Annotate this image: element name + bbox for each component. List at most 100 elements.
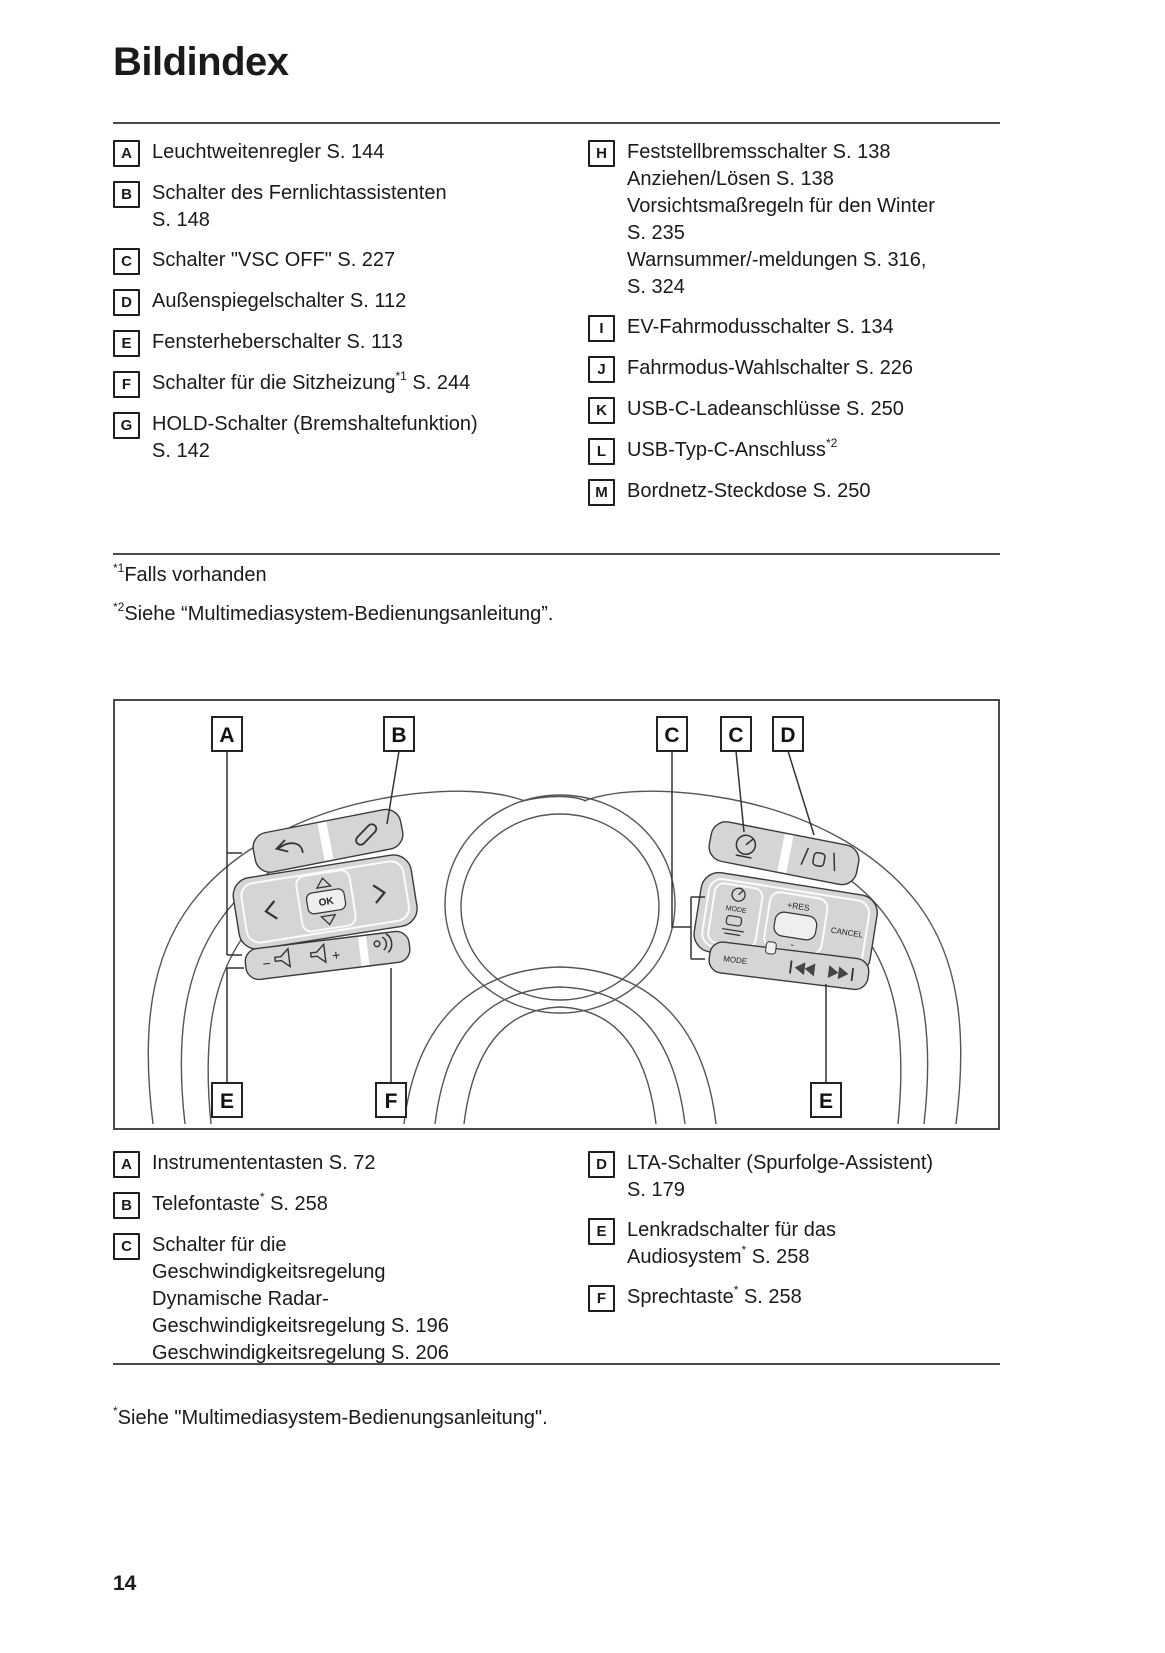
bottom-index: A Instrumententasten S. 72 B Telefontast…	[113, 1150, 1000, 1364]
hub-ring	[444, 794, 676, 1014]
index-item-m: M Bordnetz-Steckdose S. 250	[588, 478, 1000, 506]
callout-key: E	[588, 1218, 615, 1245]
top-index-right-column: H Feststellbremsschalter S. 138 Anziehen…	[588, 139, 1000, 519]
footnote-2: *2Siehe “Multimediasystem-Bedienungsanle…	[113, 600, 554, 625]
svg-text:C: C	[728, 724, 743, 747]
res-button: +RES -	[763, 891, 829, 955]
callout-key: E	[113, 330, 140, 357]
callout-label-e1: E	[211, 1082, 243, 1118]
callout-key: I	[588, 315, 615, 342]
back-icon	[274, 839, 304, 854]
steering-wheel-diagram: OK − +	[113, 699, 1000, 1130]
svg-text:A: A	[219, 724, 234, 747]
volume-up-icon: +	[309, 942, 341, 964]
svg-text:MODE: MODE	[725, 905, 747, 915]
svg-text:+RES: +RES	[787, 900, 811, 913]
callout-label-c1: C	[656, 716, 688, 752]
gauge-icon	[731, 887, 746, 902]
callout-label-c2: C	[720, 716, 752, 752]
divider	[113, 122, 1000, 124]
callout-key: K	[588, 397, 615, 424]
svg-text:OK: OK	[318, 896, 335, 909]
right-chevron-icon	[372, 884, 387, 904]
footnote-1: *1Falls vorhanden	[113, 561, 267, 586]
callout-key: G	[113, 412, 140, 439]
index-item-i: I EV-Fahrmodusschalter S. 134	[588, 314, 1000, 342]
callout-key: J	[588, 356, 615, 383]
svg-text:−: −	[262, 955, 272, 972]
callout-key: F	[588, 1285, 615, 1312]
svg-text:F: F	[385, 1090, 398, 1113]
index-item-j: J Fahrmodus-Wahlschalter S. 226	[588, 355, 1000, 383]
distance-icon	[721, 915, 744, 937]
callout-key: A	[113, 140, 140, 167]
callout-key: M	[588, 479, 615, 506]
index-item-h: H Feststellbremsschalter S. 138 Anziehen…	[588, 139, 1000, 301]
callout-key: C	[113, 248, 140, 275]
footnote-3: *Siehe "Multimediasystem-Bedienungsanlei…	[113, 1404, 548, 1429]
index-item-g: G HOLD-Schalter (Bremshaltefunktion)S. 1…	[113, 411, 563, 465]
svg-text:D: D	[780, 724, 795, 747]
volume-down-icon: −	[262, 947, 292, 972]
right-control-pod: MODE +RES - CANCEL	[693, 821, 878, 991]
svg-text:B: B	[391, 724, 406, 747]
top-index: A Leuchtweitenregler S. 144 B Schalter d…	[113, 139, 1000, 559]
top-index-left-column: A Leuchtweitenregler S. 144 B Schalter d…	[113, 139, 563, 478]
ok-button: OK	[295, 869, 357, 933]
index-item-f: F Schalter für die Sitzheizung*1 S. 244	[113, 370, 563, 398]
left-chevron-icon	[264, 900, 278, 920]
callout-key: D	[113, 289, 140, 316]
index-item-c2: C Schalter für die Geschwindigkeitsregel…	[113, 1232, 563, 1367]
hub-inner-ring	[460, 813, 660, 1001]
callout-label-f: F	[375, 1082, 407, 1118]
callout-key: B	[113, 1192, 140, 1219]
callout-key: L	[588, 438, 615, 465]
divider	[113, 553, 1000, 555]
callout-key: F	[113, 371, 140, 398]
callout-label-a: A	[211, 716, 243, 752]
phone-icon	[355, 823, 378, 846]
callout-label-d: D	[772, 716, 804, 752]
svg-text:+: +	[331, 946, 341, 963]
cruise-control-icon	[735, 834, 757, 859]
leader-lines	[226, 750, 827, 1083]
callout-labels: A B C C D E F E	[211, 716, 842, 1118]
up-arrow-icon	[315, 877, 333, 889]
divider	[113, 1363, 1000, 1365]
index-item-f2: F Sprechtaste* S. 258	[588, 1284, 1000, 1312]
callout-key: A	[113, 1151, 140, 1178]
lane-assist-icon	[800, 847, 836, 872]
voice-icon	[373, 933, 393, 954]
down-arrow-icon	[320, 913, 337, 926]
index-item-d: D Außenspiegelschalter S. 112	[113, 288, 563, 316]
callout-key: D	[588, 1151, 615, 1178]
index-item-l: L USB-Typ-C-Anschluss*2	[588, 437, 1000, 465]
callout-key: B	[113, 181, 140, 208]
callout-key: H	[588, 140, 615, 167]
svg-text:E: E	[819, 1090, 833, 1113]
mode2-button: MODE	[723, 954, 748, 966]
wheel-rim	[147, 790, 962, 1125]
svg-text:C: C	[664, 724, 679, 747]
seek-back-icon	[789, 960, 816, 977]
callout-label-b: B	[383, 716, 415, 752]
callout-label-e2: E	[810, 1082, 842, 1118]
bottom-index-left-column: A Instrumententasten S. 72 B Telefontast…	[113, 1150, 563, 1380]
svg-text:E: E	[220, 1090, 234, 1113]
bottom-index-right-column: D LTA-Schalter (Spurfolge-Assistent)S. 1…	[588, 1150, 1000, 1325]
index-item-e2: E Lenkradschalter für das Audiosystem* S…	[588, 1217, 1000, 1271]
index-item-k: K USB-C-Ladeanschlüsse S. 250	[588, 396, 1000, 424]
index-item-d2: D LTA-Schalter (Spurfolge-Assistent)S. 1…	[588, 1150, 1000, 1204]
index-item-a: A Leuchtweitenregler S. 144	[113, 139, 563, 167]
left-control-pod: OK − +	[232, 808, 418, 981]
svg-text:-: -	[790, 940, 795, 951]
page-number: 14	[113, 1572, 137, 1595]
index-item-e: E Fensterheberschalter S. 113	[113, 329, 563, 357]
callout-key: C	[113, 1233, 140, 1260]
page-title: Bildindex	[113, 40, 289, 84]
steering-wheel-drawing: OK − +	[147, 716, 962, 1125]
seek-forward-icon	[827, 965, 855, 982]
index-item-b2: B Telefontaste* S. 258	[113, 1191, 563, 1219]
